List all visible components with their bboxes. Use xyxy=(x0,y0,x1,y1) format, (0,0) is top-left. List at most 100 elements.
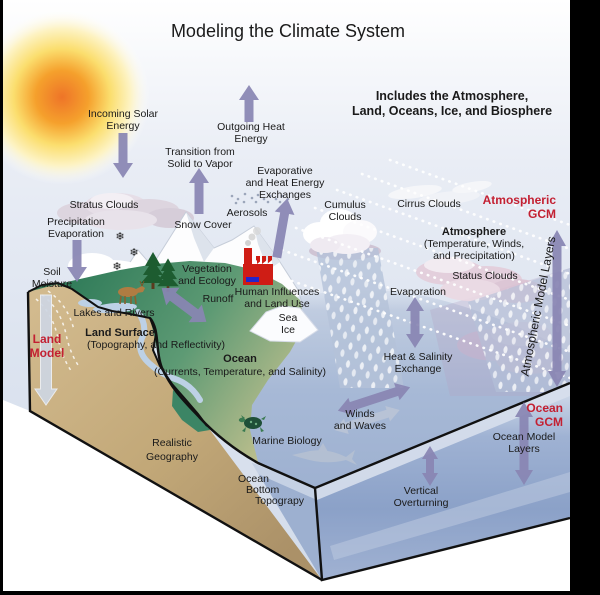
label-precip-evap-l1: Precipitation xyxy=(47,216,105,228)
label-human-influences-l2: and Land Use xyxy=(244,298,310,310)
winds-waves-gray-arrow-icon xyxy=(334,405,400,435)
label-precip-evap-l2: Evaporation xyxy=(48,228,104,240)
label-heat-salinity-l1: Heat & Salinity xyxy=(384,351,454,363)
label-evaporative-l1: Evaporative xyxy=(257,165,313,177)
winds-waves-arrow-icon xyxy=(337,383,411,415)
heat-salinity-arrow-icon xyxy=(406,297,424,348)
label-land-surface: Land Surface xyxy=(85,327,155,339)
label-sea-ice-l1: Sea xyxy=(279,312,298,324)
turtle-icon xyxy=(238,415,266,432)
precipitation-arrow-icon xyxy=(67,240,87,282)
label-ocean-model-layers-l1: Ocean Model xyxy=(493,431,555,443)
svg-text:❄: ❄ xyxy=(112,261,121,273)
label-transition-vapor-l2: Solid to Vapor xyxy=(167,158,233,170)
label-atmospheric-gcm-l1: Atmospheric xyxy=(483,193,557,207)
land-cross-section xyxy=(28,283,322,580)
subtitle-line1: Includes the Atmosphere, xyxy=(376,89,528,103)
vegetated-land xyxy=(28,261,305,462)
label-atmosphere-heading: Atmosphere xyxy=(442,226,506,238)
frame-left xyxy=(0,0,3,595)
label-ocean-gcm-l2: GCM xyxy=(535,415,563,429)
terrain-outline xyxy=(27,281,208,427)
label-vertical-overturning-l2: Overturning xyxy=(394,497,449,509)
label-atmosphere-sub2: and Precipitation) xyxy=(433,250,515,262)
label-evaporative-l3: Exchanges xyxy=(259,189,311,201)
label-lakes-rivers: Lakes and Rivers xyxy=(73,307,154,319)
label-outgoing-heat-l1: Outgoing Heat xyxy=(217,121,285,133)
label-soil-moisture-l2: Moisture xyxy=(32,278,72,290)
label-cumulus-l2: Clouds xyxy=(329,211,362,223)
soil-contour-lines xyxy=(35,290,81,373)
label-aerosols: Aerosols xyxy=(227,207,268,219)
subtitle-line2: Land, Oceans, Ice, and Biosphere xyxy=(352,104,552,118)
evaporative-exchange-arrow-icon xyxy=(272,198,295,259)
label-ocean-sub: (Currents, Temperature, and Salinity) xyxy=(154,366,326,378)
sun-icon xyxy=(0,9,150,185)
label-cumulus-l1: Cumulus xyxy=(324,199,365,211)
label-outgoing-heat-l2: Energy xyxy=(234,133,268,145)
label-land-surface-sub: (Topography, and Reflectivity) xyxy=(87,339,225,351)
shark-icon xyxy=(292,443,357,465)
rain-column-left xyxy=(316,248,404,388)
label-evaporation: Evaporation xyxy=(390,286,446,298)
label-vertical-overturning-l1: Vertical xyxy=(404,485,438,497)
label-incoming-solar-l2: Energy xyxy=(106,120,140,132)
label-transition-vapor-l1: Transition from xyxy=(165,146,235,158)
label-ocean-bottom-l3: Topograpy xyxy=(255,495,305,507)
label-winds-waves-l1: Winds xyxy=(345,408,374,420)
label-atmosphere-sub1: (Temperature, Winds, xyxy=(424,238,524,250)
label-incoming-solar-l1: Incoming Solar xyxy=(88,108,159,120)
incoming-solar-arrow-icon xyxy=(113,133,133,178)
label-vegetation-l1: Vegetation xyxy=(182,263,232,275)
label-realistic-geo-l2: Geography xyxy=(146,451,199,463)
outgoing-heat-arrow-icon xyxy=(239,85,259,122)
label-ocean-bottom-l1: Ocean xyxy=(238,473,269,485)
ocean-layers-arrow-icon xyxy=(515,402,533,485)
svg-text:❄: ❄ xyxy=(129,247,138,259)
label-vegetation-l2: and Ecology xyxy=(178,275,237,287)
label-ocean-model-layers-l2: Layers xyxy=(508,443,540,455)
ocean-front-face xyxy=(252,463,322,580)
pine-trees-icon xyxy=(141,252,179,292)
label-ocean-gcm-l1: Ocean xyxy=(526,401,563,415)
label-snow-cover: Snow Cover xyxy=(174,219,232,231)
label-sea-ice-l2: Ice xyxy=(281,324,295,336)
atmospheric-layers-arrow-icon xyxy=(548,230,566,387)
svg-text:❄: ❄ xyxy=(115,231,124,243)
transition-vapor-arrow-icon xyxy=(189,168,209,214)
label-runoff: Runoff xyxy=(203,293,234,305)
label-land-model-l2: Model xyxy=(30,346,65,360)
label-evaporative-l2: and Heat Energy xyxy=(246,177,326,189)
sea-ice-icon xyxy=(249,305,319,343)
frame-right xyxy=(570,0,600,595)
label-human-influences-l1: Human Influences xyxy=(235,286,320,298)
ocean-right-face xyxy=(315,383,570,580)
label-soil-moisture-l1: Soil xyxy=(43,266,61,278)
frame-bottom xyxy=(0,591,600,595)
aerosol-speckles-icon xyxy=(230,192,290,205)
label-atmospheric-gcm-l2: GCM xyxy=(528,207,556,221)
label-marine-biology: Marine Biology xyxy=(252,435,322,447)
land-model-arrow-icon xyxy=(34,294,58,406)
snowflake-icons: ❄ ❄ ❄ xyxy=(112,231,138,273)
land-cut-outline xyxy=(26,291,323,582)
vertical-overturning-arrow-icon xyxy=(422,446,438,486)
label-realistic-geo-l1: Realistic xyxy=(152,437,192,449)
green-cape xyxy=(172,390,210,432)
factory-icon xyxy=(243,227,273,285)
runoff-arrow-icon xyxy=(161,287,207,323)
label-winds-waves-l2: and Waves xyxy=(334,420,386,432)
deer-icon xyxy=(118,280,145,305)
label-cirrus: Cirrus Clouds xyxy=(397,198,461,210)
block-outlines xyxy=(149,317,571,582)
label-ocean-bottom-l2: Bottom xyxy=(246,484,280,496)
flux-arrows xyxy=(67,85,566,486)
label-stratus-clouds: Stratus Clouds xyxy=(70,199,139,211)
label-heat-salinity-l2: Exchange xyxy=(395,363,442,375)
lakes-and-river xyxy=(78,299,203,403)
label-ocean-heading: Ocean xyxy=(223,353,257,365)
label-land-model-l1: Land xyxy=(33,332,62,346)
label-status-clouds: Status Clouds xyxy=(452,270,517,282)
